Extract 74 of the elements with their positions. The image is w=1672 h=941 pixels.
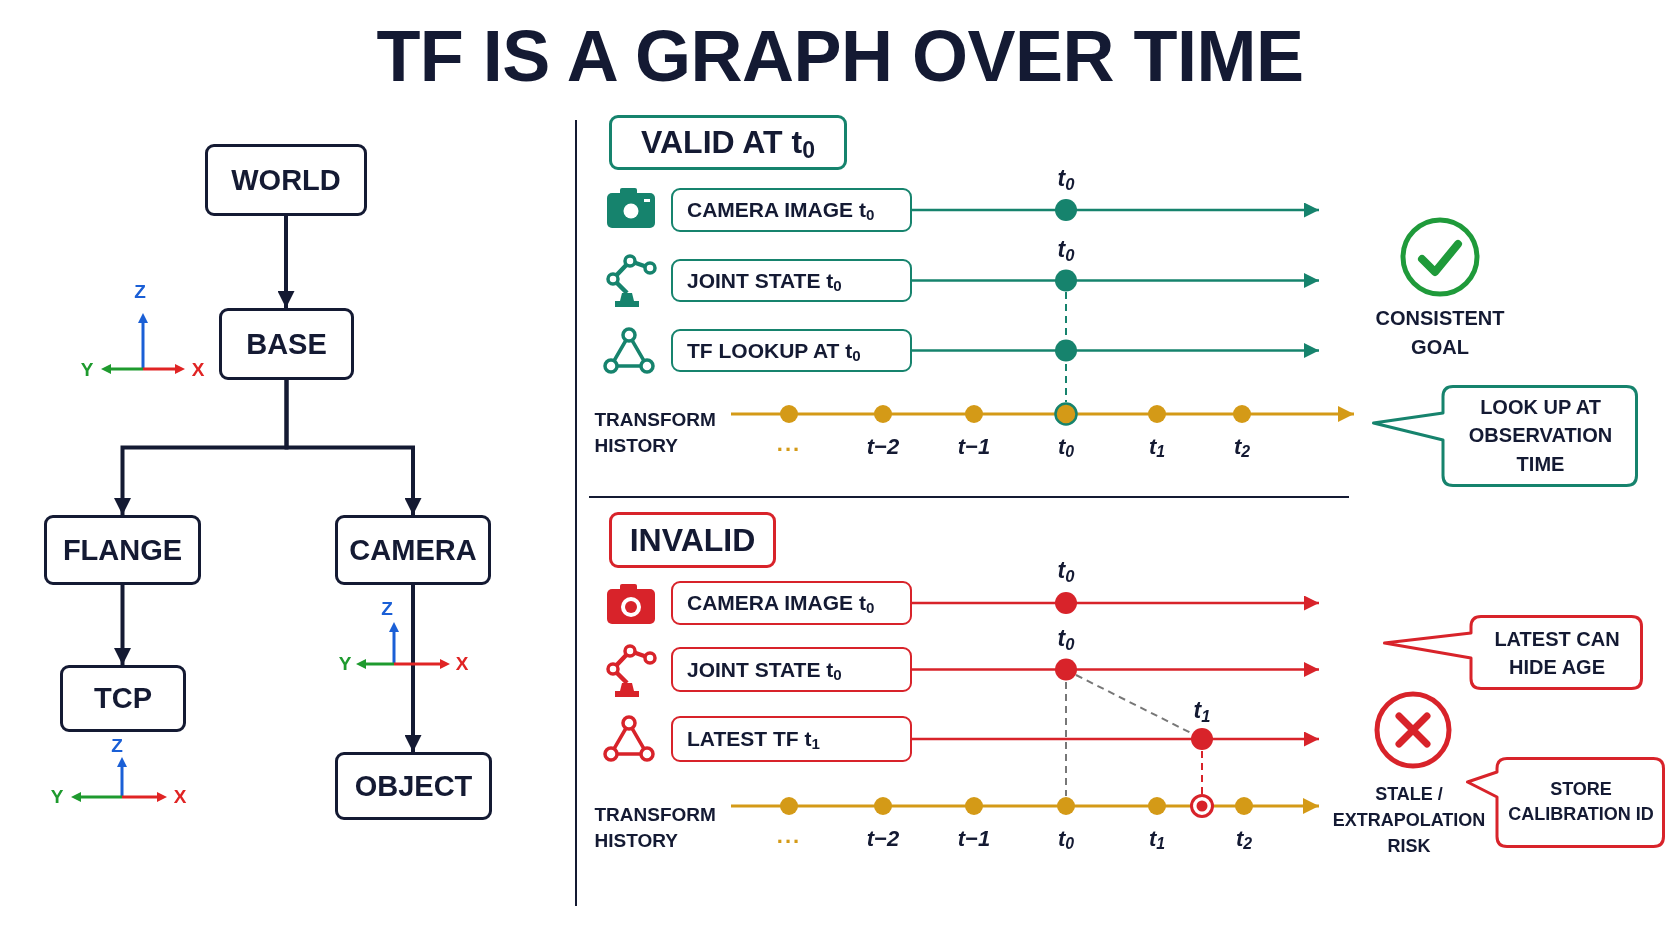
signal-label: LATEST TF t$_{1}$ bbox=[687, 726, 820, 752]
signal-label: TF LOOKUP AT t$_{0}$ bbox=[687, 337, 861, 364]
tick-label: t$_{0}$ bbox=[1057, 825, 1075, 853]
tick-label: t−2 bbox=[866, 825, 900, 853]
time-label: t$_{0}$ bbox=[1057, 165, 1075, 193]
tick-label: t$_{2}$ bbox=[1233, 433, 1251, 461]
frame-box bbox=[335, 515, 491, 585]
timeline-arrow bbox=[912, 595, 1319, 611]
timeline-arrow bbox=[912, 202, 1319, 218]
callout-bubble bbox=[1372, 385, 1638, 487]
tick-label: t$_{1}$ bbox=[1148, 433, 1166, 461]
time-label: t$_{0}$ bbox=[1057, 236, 1075, 264]
timeline-arrow bbox=[912, 273, 1319, 288]
frame-label: BASE bbox=[246, 326, 327, 362]
time-label: t$_{0}$ bbox=[1057, 625, 1075, 653]
signal-label: JOINT STATE t$_{0}$ bbox=[687, 656, 842, 683]
tick-label: t$_{0}$ bbox=[1057, 433, 1075, 461]
arrow bbox=[114, 585, 131, 665]
frame-box bbox=[335, 752, 492, 820]
timeline-arrow bbox=[912, 343, 1319, 358]
row-label: TRANSFORM HISTORY bbox=[594, 803, 717, 853]
tick-label: t$_{2}$ bbox=[1235, 825, 1253, 853]
tick-label: t−1 bbox=[957, 433, 991, 461]
axis-label: Z bbox=[111, 734, 123, 758]
frame-label: TCP bbox=[94, 681, 152, 716]
ellipsis-label: ... bbox=[776, 822, 802, 850]
axis-label: X bbox=[191, 358, 205, 382]
signal-label: CAMERA IMAGE t$_{0}$ bbox=[687, 590, 875, 616]
arrow bbox=[404, 585, 422, 752]
status-caption: CONSISTENT GOAL bbox=[1374, 306, 1506, 360]
heading-label: INVALID bbox=[629, 520, 756, 560]
frame-box bbox=[44, 515, 201, 585]
frame-label: FLANGE bbox=[62, 532, 183, 568]
arrow bbox=[277, 216, 295, 308]
signal-box bbox=[671, 581, 912, 625]
heading-label: VALID AT t$_{0}$ bbox=[641, 123, 815, 162]
timeline-arrow bbox=[912, 731, 1319, 747]
signal-box bbox=[671, 259, 912, 302]
signal-box bbox=[671, 647, 912, 692]
ellipsis-label: ... bbox=[776, 430, 802, 458]
axis-label: Y bbox=[50, 785, 64, 809]
axis-label: X bbox=[455, 652, 469, 676]
signal-label: JOINT STATE t$_{0}$ bbox=[687, 267, 842, 294]
axis-label: X bbox=[173, 785, 187, 809]
tick-label: t−2 bbox=[866, 433, 900, 461]
tick-label: t$_{1}$ bbox=[1148, 825, 1166, 853]
callout-text: STORE CALIBRATION ID bbox=[1507, 777, 1655, 827]
arrow bbox=[284, 380, 422, 515]
time-label: t$_{0}$ bbox=[1057, 557, 1075, 585]
callout-text: LOOK UP AT OBSERVATION TIME bbox=[1467, 395, 1614, 478]
signal-box bbox=[671, 188, 912, 232]
axis-label: Z bbox=[381, 597, 393, 621]
section-heading-box bbox=[609, 115, 847, 170]
frame-box bbox=[219, 308, 354, 380]
section-heading-box bbox=[609, 512, 776, 568]
row-label: TRANSFORM HISTORY bbox=[594, 408, 717, 458]
axis-label: Y bbox=[338, 652, 352, 676]
status-caption: STALE / EXTRAPOLATION RISK bbox=[1331, 782, 1487, 859]
tick-label: t−1 bbox=[957, 825, 991, 853]
axis-label: Y bbox=[80, 358, 94, 382]
frame-box bbox=[205, 144, 367, 216]
signal-label: CAMERA IMAGE t$_{0}$ bbox=[687, 197, 875, 223]
time-label: t$_{1}$ bbox=[1193, 697, 1211, 725]
signal-box bbox=[671, 329, 912, 372]
frame-label: WORLD bbox=[231, 162, 341, 198]
callout-text: LATEST CAN HIDE AGE bbox=[1493, 626, 1621, 680]
frame-label: OBJECT bbox=[354, 768, 473, 804]
callout-bubble bbox=[1383, 615, 1643, 690]
axis-label: Z bbox=[134, 280, 146, 304]
timeline-arrow bbox=[912, 662, 1319, 677]
frame-box bbox=[60, 665, 186, 732]
diagram-title: TF IS A GRAPH OVER TIME bbox=[376, 14, 1304, 98]
frame-label: CAMERA bbox=[349, 532, 477, 568]
signal-box bbox=[671, 716, 912, 762]
